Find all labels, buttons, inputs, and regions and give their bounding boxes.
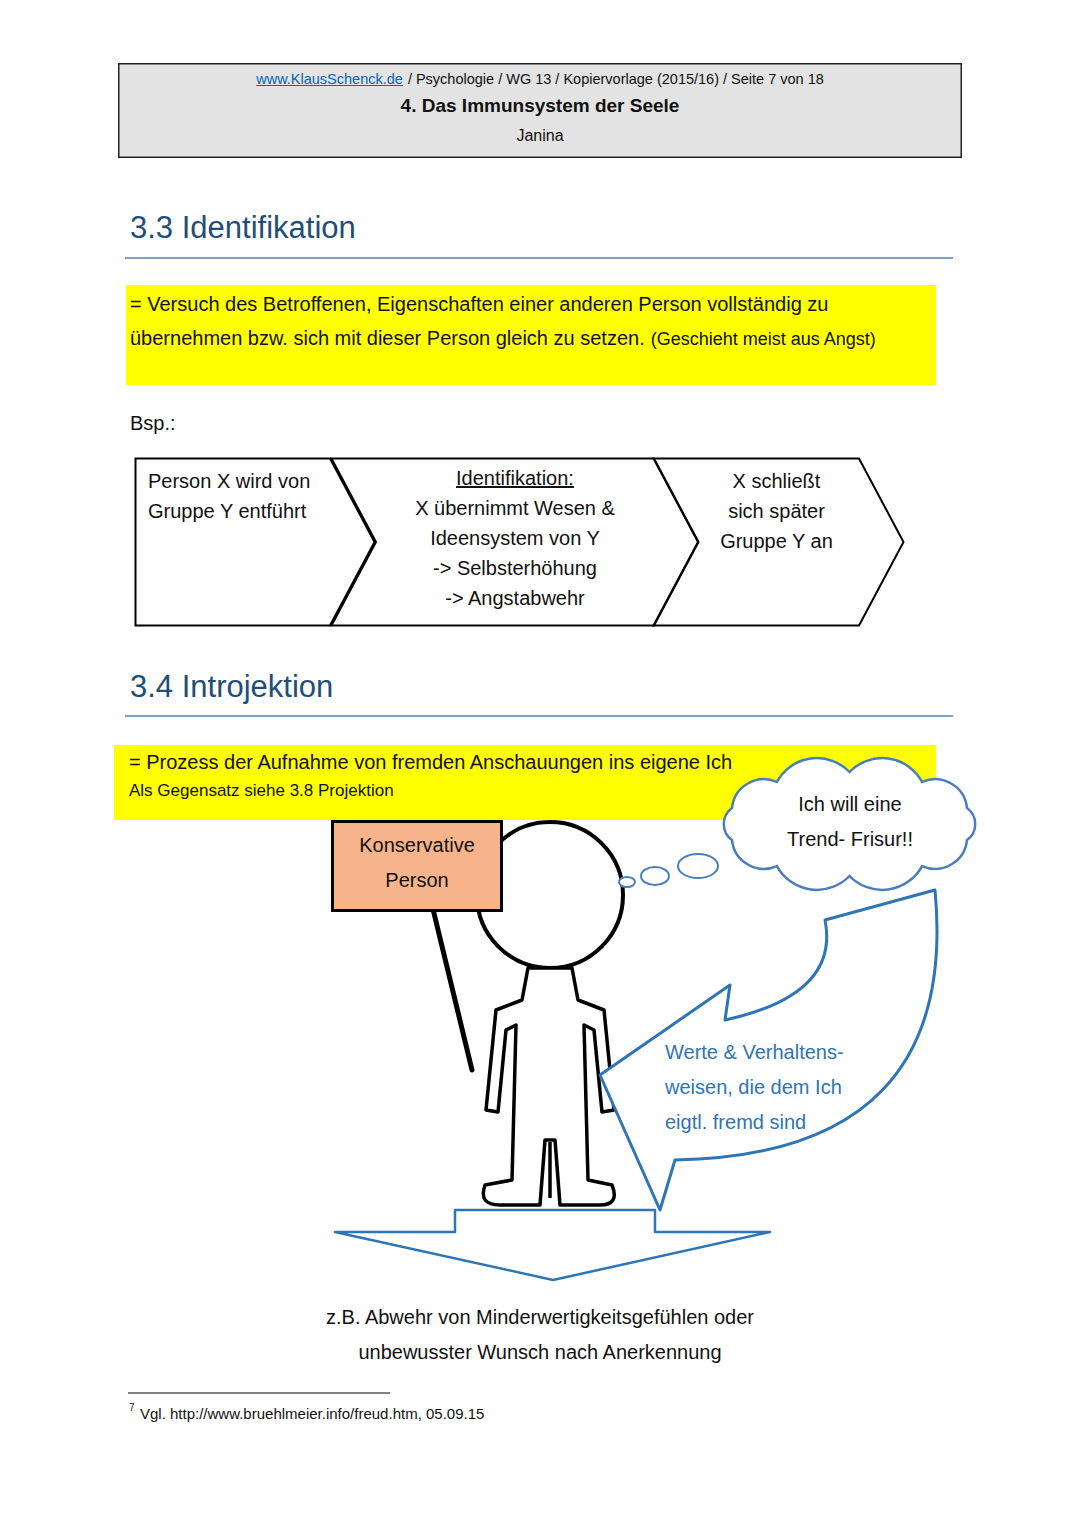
thought-cloud-outline [712,758,987,890]
cloud-outline [724,758,975,890]
heading-rule [125,715,953,717]
thought-bubble [641,867,669,885]
header-box-text: / Psychologie / WG 13 / Kopiervorlage (2… [408,71,824,87]
sign-pole [432,905,472,1070]
footnote-number: 7 [129,1401,135,1414]
footnote-text: Vgl. http://www.bruehlmeier.info/freud.h… [140,1404,484,1424]
chevron-step-text: -> Angstabwehr [395,583,635,613]
chevron-step: Person X wird von Gruppe Y entführt [134,457,376,627]
header-box-text: Janina [128,121,952,151]
curved-arrow-content: Werte & Verhaltens- weisen, die dem Ich … [600,885,945,1140]
sign-box-content: Konservative Person [331,820,503,906]
sign-box-outline [331,820,503,912]
definition-box: = Versuch des Betroffenen, Eigenschaften… [126,285,936,385]
section-heading: 3.3 Identifikation [130,208,356,248]
stick-figure-body [483,968,614,1205]
definition-box-text: (Geschieht meist aus Angst) [651,329,876,349]
header-box-text: www.KlausSchenck.de [256,71,403,87]
definition-box-content: = Versuch des Betroffenen, Eigenschaften… [126,285,936,358]
chevron-outline [654,459,904,626]
sign-box-fill [333,822,502,911]
curved-arrow-outline [600,890,937,1210]
header-box-text: 4. Das Immunsystem der Seele [128,91,952,121]
chevron-step-content: Person X wird von Gruppe Y entführt [134,457,376,532]
chevron-outline [136,459,375,626]
thought-cloud-content: Ich will eine Trend- Frisur!! [712,758,987,857]
chevron-step: Identifikation:X übernimmt Wesen & Ideen… [330,457,700,627]
thought-bubble [678,854,718,878]
chevron-step-text: -> Selbsterhöhung [395,553,635,583]
chevron-step-text: X schließt sich später Gruppe Y an [714,466,839,556]
footnote-rule [128,1393,390,1394]
sign-box: Konservative Person [331,820,503,912]
curved-arrow-text: Werte & Verhaltens- weisen, die dem Ich … [665,1035,880,1140]
thought-bubble [619,877,635,887]
chevron-step-content: Identifikation:X übernimmt Wesen & Ideen… [330,457,700,619]
section-heading: 3.4 Introjektion [130,667,333,707]
chevron-step-text: X übernimmt Wesen & Ideensystem von Y [395,493,635,553]
header-box: www.KlausSchenck.de / Psychologie / WG 13… [118,63,962,158]
down-arrow [335,1210,770,1280]
definition-box-fill [126,285,936,385]
sign-box-text: Konservative Person [335,828,499,898]
header-box-fill [119,64,962,158]
chevron-step-text: Identifikation: [395,463,635,493]
thought-cloud: Ich will eine Trend- Frisur!! [712,758,987,890]
curved-arrow: Werte & Verhaltens- weisen, die dem Ich … [600,885,945,1215]
result-note: z.B. Abwehr von Minderwertigkeitsgefühle… [325,1300,755,1370]
example-label: Bsp.: [130,410,176,436]
heading-rule [125,257,953,259]
thought-cloud-text: Ich will eine Trend- Frisur!! [775,787,925,857]
chevron-step: X schließt sich später Gruppe Y an [652,457,905,627]
stick-figure-leg-gap [548,1142,552,1198]
chevron-step-text: Person X wird von Gruppe Y entführt [148,466,326,526]
chevron-step-content: X schließt sich später Gruppe Y an [652,457,905,562]
chevron-outline [332,459,699,626]
header-box-content: www.KlausSchenck.de / Psychologie / WG 13… [118,63,962,155]
